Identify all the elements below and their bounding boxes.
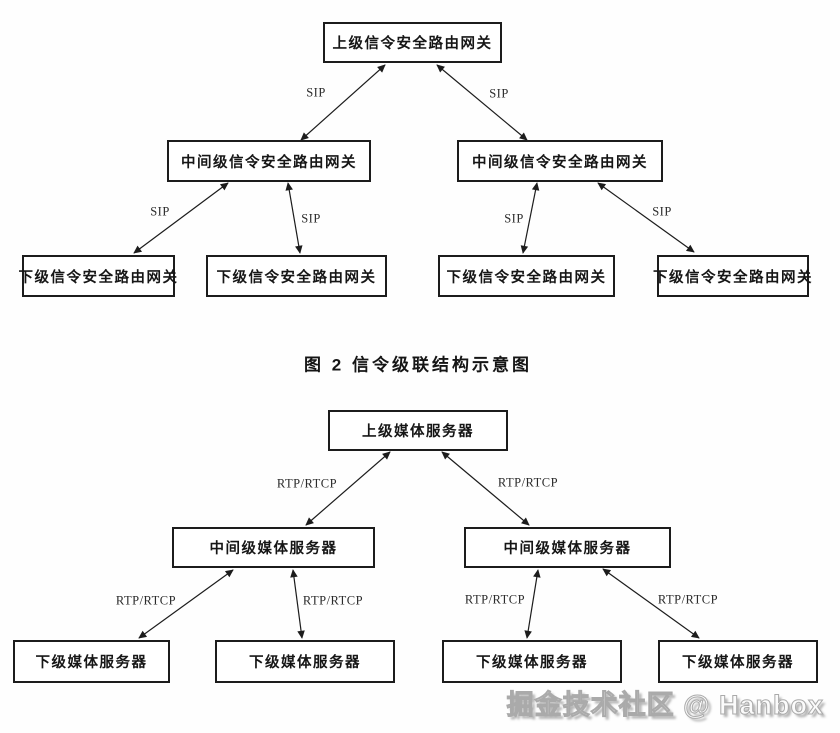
edge-label-sip-1: SIP (306, 85, 326, 100)
edge-label-rtp-3: RTP/RTCP (115, 593, 177, 608)
edge-label-rtp-5: RTP/RTCP (464, 592, 526, 607)
watermark: 掘金技术社区 @ Hanbox (506, 690, 824, 721)
edge-label-sip-3: SIP (150, 204, 170, 219)
edge-med-midright-low4 (602, 568, 700, 639)
node-med-low-server-3: 下级媒体服务器 (442, 640, 622, 683)
edge-label-sip-2: SIP (489, 86, 509, 101)
edge-label-sip-5: SIP (504, 211, 524, 226)
edge-label-sip-6: SIP (652, 204, 672, 219)
edge-sig-midleft-low2 (285, 182, 303, 254)
node-med-top-server: 上级媒体服务器 (328, 410, 508, 451)
node-sig-low-gateway-1: 下级信令安全路由网关 (19, 255, 177, 297)
edge-sig-top-midleft (300, 64, 386, 141)
figure-caption: 图 2 信令级联结构示意图 (304, 355, 532, 375)
edge-sig-midleft-low1 (133, 182, 229, 254)
node-sig-top-gateway: 上级信令安全路由网关 (323, 22, 502, 63)
edge-med-top-midleft (305, 451, 391, 526)
node-med-low-server-4: 下级媒体服务器 (658, 640, 818, 683)
edge-med-midleft-low1 (138, 569, 234, 639)
edge-label-rtp-6: RTP/RTCP (657, 592, 719, 607)
edge-med-midleft-low2 (290, 569, 305, 639)
edge-med-midright-low3 (524, 569, 541, 639)
edge-label-sip-4: SIP (301, 211, 321, 226)
node-sig-low-gateway-3: 下级信令安全路由网关 (438, 255, 615, 297)
node-sig-mid-left-gateway: 中间级信令安全路由网关 (167, 140, 371, 182)
edge-med-top-midright (441, 451, 530, 526)
node-med-mid-left-server: 中间级媒体服务器 (172, 527, 375, 568)
node-med-low-server-1: 下级媒体服务器 (13, 640, 170, 683)
edge-sig-top-midright (436, 64, 528, 141)
edge-label-rtp-4: RTP/RTCP (302, 593, 364, 608)
node-med-mid-right-server: 中间级媒体服务器 (464, 527, 671, 568)
edge-label-rtp-1: RTP/RTCP (276, 476, 338, 491)
node-sig-low-gateway-4: 下级信令安全路由网关 (653, 255, 812, 297)
node-med-low-server-2: 下级媒体服务器 (215, 640, 395, 683)
node-sig-mid-right-gateway: 中间级信令安全路由网关 (457, 140, 663, 182)
edge-sig-midright-low3 (520, 182, 540, 254)
edge-label-rtp-2: RTP/RTCP (497, 475, 559, 490)
node-sig-low-gateway-2: 下级信令安全路由网关 (206, 255, 387, 297)
edge-sig-midright-low4 (597, 182, 695, 253)
